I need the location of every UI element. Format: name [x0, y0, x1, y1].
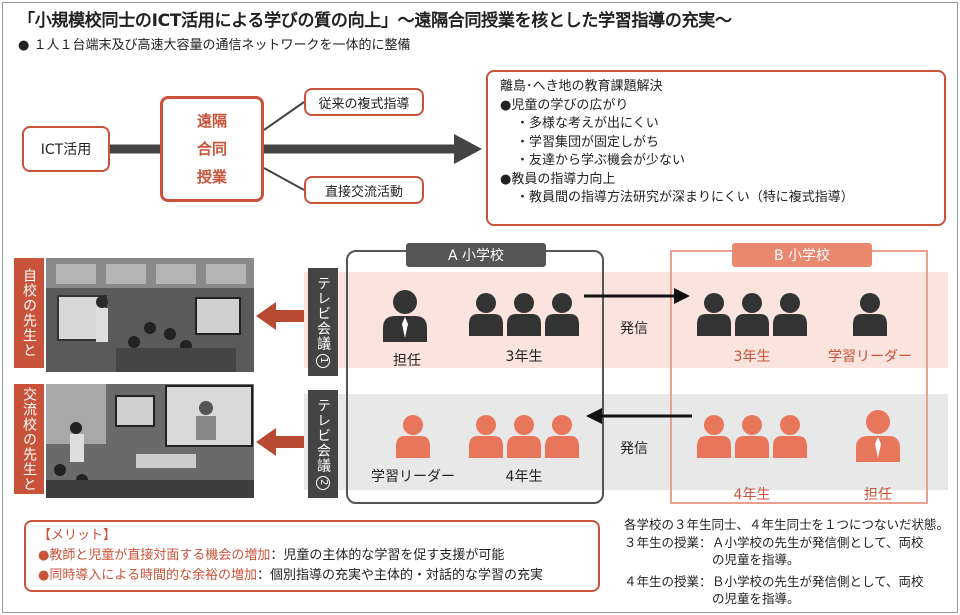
page-title: 「小規模校同士のICT活用による学びの質の向上」～遠隔合同授業を核とした学習指導…: [18, 11, 732, 31]
a-grade4-student-icon: [469, 415, 503, 458]
a-grade3-label: 3年生: [505, 349, 543, 365]
issues-box: 離島･へき地の教育課題解決 ●児童の学びの広がり ・多様な考えが出にくい ・学習…: [486, 70, 946, 226]
merit-bullet-1: ●教師と児童が: [38, 548, 128, 563]
tv-conference-1-text: テレビ会議: [315, 276, 331, 351]
a-grade4-student-icon: [507, 415, 541, 458]
classroom-photo-2: [46, 384, 254, 498]
page-subtitle: ● １人１台端末及び高速大容量の通信ネットワークを一体的に整備: [18, 38, 411, 53]
tv-conference-1-label: テレビ会議 1: [308, 268, 338, 376]
send-arrow-left-head: [586, 408, 602, 424]
enkaku-label-2: 合同: [196, 140, 227, 158]
enkaku-label-1: 遠隔: [196, 112, 227, 130]
tv-conference-2-text: テレビ会議: [315, 398, 331, 473]
issues-heading: 離島･へき地の教育課題解決: [500, 79, 663, 94]
issues-item: ・教員間の指導方法研究が深まりにくい（特に複式指導）: [516, 190, 854, 205]
b-grade4-student-icon: [735, 415, 769, 458]
kouryu-label: 直接交流活動: [324, 184, 403, 200]
enkaku-label-3: 授業: [196, 168, 227, 186]
enkaku-box: 遠隔 合同 授業: [160, 96, 264, 202]
notes-spacer: [624, 551, 712, 569]
b-teacher-icon: [856, 410, 900, 462]
b-leader-label: 学習リーダー: [828, 349, 912, 365]
b-leader-icon: [853, 293, 887, 336]
classroom-photo-2-drawing: [46, 384, 254, 498]
b-grade3-label: 3年生: [733, 349, 771, 365]
a-grade3-student-icon: [507, 293, 541, 336]
photo-label-jikou: 自校の先生と: [14, 258, 44, 368]
tv-conference-1-number: 1: [316, 354, 330, 368]
fukushiki-box: 従来の複式指導: [304, 88, 424, 116]
photo-label-kouryu: 交流校の先生と: [14, 384, 44, 494]
fukushiki-label: 従来の複式指導: [318, 96, 410, 112]
tv-conference-2-number: 2: [316, 476, 330, 490]
b-grade3-student-icon: [735, 293, 769, 336]
merit-box: 【メリット】 ●教師と児童が直接対面する機会の増加：児童の主体的な学習を促す支援…: [24, 520, 600, 592]
a-grade4-student-icon: [545, 415, 579, 458]
a-grade3-student-icon: [545, 293, 579, 336]
a-leader-label: 学習リーダー: [371, 469, 455, 485]
merit-line-2: ●同時導入による時間的な余裕の増加：個別指導の充実や主体的・対話的な学習の充実: [38, 566, 586, 586]
merit-highlight-1: 直接対面する機会の増加: [127, 548, 271, 563]
notes-text: Ａ小学校の先生が発信側として、両校: [712, 534, 924, 550]
issues-item: ・友達から学ぶ機会が少ない: [516, 153, 686, 168]
school-b-label: B 小学校: [732, 243, 872, 267]
issues-item: ・学習集団が固定しがち: [516, 134, 660, 150]
notes: 各学校の３年生同士、４年生同士を１つにつないだ状態。 ３年生の授業：Ａ小学校の先…: [624, 516, 949, 608]
red-arrow-1: [256, 302, 304, 330]
classroom-photo-1-drawing: [46, 258, 254, 372]
send-arrow-right-head: [674, 288, 690, 304]
b-grade3-student-icon: [697, 293, 731, 336]
issues-group-2: ●教員の指導力向上: [500, 171, 616, 187]
a-teacher-label: 担任: [393, 353, 421, 369]
ict-box: ICT活用: [22, 126, 110, 172]
a-teacher-icon: [383, 290, 427, 342]
main-arrow-head: [454, 134, 482, 164]
b-teacher-label: 担任: [864, 487, 892, 503]
tv-conference-2-label: テレビ会議 2: [308, 390, 338, 498]
merit-bullet-2: ●同時導入による: [38, 568, 140, 583]
b-grade4-student-icon: [697, 415, 731, 458]
notes-line-3: ４年生の授業：Ｂ小学校の先生が発信側として、両校: [624, 573, 949, 591]
merit-highlight-2: 時間的な余裕の増加: [139, 568, 257, 583]
ict-label: ICT活用: [40, 142, 92, 158]
a-grade3-student-icon: [469, 293, 503, 336]
notes-text: の児童を指導。: [712, 591, 800, 606]
b-grade3-student-icon: [773, 293, 807, 336]
issues-group-1: ●児童の学びの広がり: [500, 97, 629, 113]
notes-line-3b: の児童を指導。: [624, 590, 949, 608]
merit-text-2: ：個別指導の充実や主体的・対話的な学習の充実: [256, 568, 543, 583]
merit-line-1: ●教師と児童が直接対面する機会の増加：児童の主体的な学習を促す支援が可能: [38, 546, 586, 566]
notes-line-2b: の児童を指導。: [624, 551, 949, 569]
notes-text: 各学校の３年生同士、４年生同士を１つにつないだ状態。: [624, 517, 950, 532]
notes-key: ４年生の授業：: [624, 573, 712, 589]
school-a-label: A 小学校: [406, 243, 546, 267]
send-label-2: 発信: [620, 441, 648, 457]
notes-line-1: 各学校の３年生同士、４年生同士を１つにつないだ状態。: [624, 516, 949, 534]
notes-text: Ｂ小学校の先生が発信側として、両校: [712, 573, 924, 589]
notes-line-2: ３年生の授業：Ａ小学校の先生が発信側として、両校: [624, 534, 949, 552]
notes-text: の児童を指導。: [712, 552, 800, 567]
send-label-1: 発信: [620, 321, 648, 337]
merit-text-1: ：児童の主体的な学習を促す支援が可能: [270, 548, 505, 563]
kouryu-box: 直接交流活動: [304, 176, 424, 204]
notes-key: ３年生の授業：: [624, 534, 712, 550]
b-grade4-label: 4年生: [733, 487, 771, 503]
a-grade4-label: 4年生: [505, 469, 543, 485]
notes-spacer: [624, 590, 712, 608]
red-arrow-2: [256, 428, 304, 456]
a-leader-icon: [396, 415, 430, 458]
fukushiki-connector: [263, 101, 305, 131]
merit-heading: 【メリット】: [38, 528, 117, 543]
b-grade4-student-icon: [773, 415, 807, 458]
issues-item: ・多様な考えが出にくい: [516, 116, 659, 131]
kouryu-connector: [263, 167, 305, 191]
classroom-photo-1: [46, 258, 254, 372]
